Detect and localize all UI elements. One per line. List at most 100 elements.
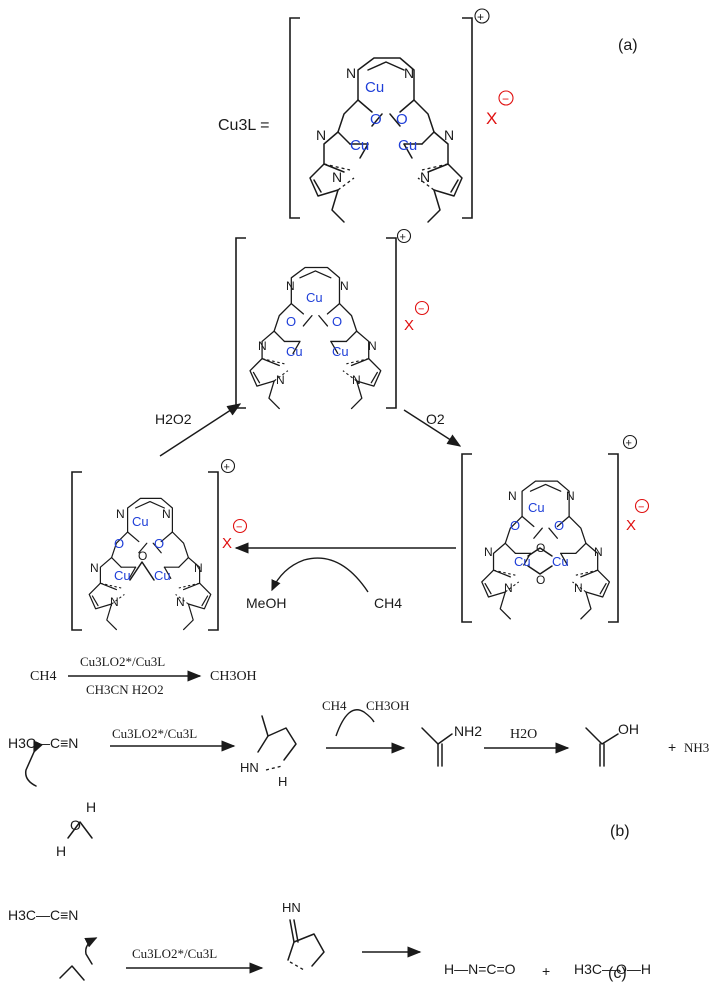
n-ring-r-r: N (594, 545, 603, 559)
charge-plus-l-text: + (224, 462, 230, 474)
arrow-o2 (403, 409, 462, 447)
plus-c: + (542, 963, 550, 979)
isocyanic-acid: H—N=C=O (444, 961, 516, 977)
n-ring-r2-m: N (352, 373, 361, 387)
charge-minus-m (414, 300, 430, 316)
reagent-o2: O2 (426, 411, 445, 427)
methane-b: CH4 (322, 698, 347, 713)
charge-plus-r (622, 434, 638, 450)
cu-left-a: Cu (350, 137, 369, 154)
curved-arrow-meoh (271, 557, 369, 593)
curved-arrow-c (84, 937, 98, 965)
n-ring-l2-r: N (504, 581, 513, 595)
cu-right-r: Cu (552, 554, 569, 569)
eq-product: CH3OH (210, 669, 257, 684)
curved-arrow-b-nitrile (24, 740, 44, 787)
n-ring-l-l: N (90, 561, 99, 575)
o-bridge-l: O (138, 549, 147, 563)
charge-minus-l (232, 518, 248, 534)
n-ring-r2-r: N (574, 581, 583, 595)
o-right-r: O (554, 518, 564, 533)
complex-right (461, 453, 619, 623)
n-ring-l2-l: N (110, 595, 119, 609)
peroxide-o-b: O (70, 817, 81, 833)
ring-nh-b: HN (240, 760, 259, 775)
cu-top-r: Cu (528, 500, 545, 515)
cu3l-lhs: Cu3L = (218, 117, 269, 134)
n-ring-l-r: N (484, 545, 493, 559)
o-left-a: O (370, 111, 382, 128)
counterion-l: X (222, 535, 232, 552)
product-meoh: MeOH (246, 595, 286, 611)
panel-label-b: (b) (610, 823, 630, 840)
charge-plus-r-text: + (626, 438, 632, 450)
acetic-acid (585, 727, 619, 767)
o-right-a: O (396, 111, 408, 128)
o-left-l: O (114, 536, 124, 551)
counterion-r: X (626, 517, 636, 534)
n-top-right-r: N (566, 489, 575, 503)
acid-oh: OH (618, 721, 639, 737)
catalyst-b: Cu3LO2*/Cu3L (112, 726, 197, 741)
eq-conditions: CH3CN H2O2 (86, 682, 164, 697)
charge-minus-l-text: − (236, 522, 242, 534)
charge-plus-l (220, 458, 236, 474)
acetamide (421, 727, 453, 767)
n-ring-l1-a: N (316, 127, 326, 143)
panel-label-c: (c) (608, 965, 627, 982)
catalyst-c: Cu3LO2*/Cu3L (132, 946, 217, 961)
n-top-left-r: N (508, 489, 517, 503)
charge-plus-m (396, 228, 412, 244)
cu-right-a: Cu (398, 137, 417, 154)
charge-minus-r (634, 498, 650, 514)
nitrile-c: H3C—C≡N (8, 907, 78, 923)
n-top-right-l: N (162, 507, 171, 521)
n-top-left-m: N (286, 279, 295, 293)
ring-intermediate-c (287, 919, 325, 971)
n-top-left-a: N (346, 65, 356, 81)
n-top-right-m: N (340, 279, 349, 293)
cu-top-l: Cu (132, 514, 149, 529)
nitrile-b: H3C—C≡N (8, 735, 78, 751)
n-ring-r-l: N (194, 561, 203, 575)
charge-minus-a (498, 90, 514, 106)
charge-minus-m-text: − (418, 304, 424, 316)
o-left-r: O (510, 518, 520, 533)
peroxide-b (67, 821, 93, 839)
o-right-m: O (332, 314, 342, 329)
n-ring-r2-l: N (176, 595, 185, 609)
o-bridge-bot-r: O (536, 573, 545, 587)
n-ring-r2-a: N (420, 169, 430, 185)
cu-top-m: Cu (306, 290, 323, 305)
o-bridge-top-r: O (536, 541, 545, 555)
amide-nh2: NH2 (454, 723, 482, 739)
ring-h-b: H (278, 774, 287, 789)
eq-catalyst: Cu3LO2*/Cu3L (80, 654, 165, 669)
panel-label-a: (a) (618, 37, 638, 54)
methanol-b: CH3OH (366, 698, 409, 713)
n-ring-l2-m: N (276, 373, 285, 387)
plus-b: + (668, 739, 676, 755)
peroxide-h2-b: H (86, 799, 96, 815)
n-ring-r-m: N (368, 339, 377, 353)
n-ring-l2-a: N (332, 169, 342, 185)
water-b: H2O (510, 727, 537, 742)
arrow-h2o2 (159, 403, 242, 457)
ammonia-b: NH3 (684, 740, 709, 755)
peroxide-c (59, 965, 85, 981)
charge-plus-a (474, 8, 490, 24)
o-right-l: O (154, 536, 164, 551)
charge-minus-r-text: − (638, 502, 644, 514)
cu-left-l: Cu (114, 568, 131, 583)
cu-right-m: Cu (332, 344, 349, 359)
cu-left-r: Cu (514, 554, 531, 569)
counterion-m: X (404, 317, 414, 334)
methanol-c: H3C—O—H (574, 961, 651, 977)
eq-reactant: CH4 (30, 669, 56, 684)
n-ring-r1-a: N (444, 127, 454, 143)
ring-intermediate-b (257, 715, 297, 771)
complex-left (71, 471, 219, 631)
reagent-ch4: CH4 (374, 595, 402, 611)
cu-left-m: Cu (286, 344, 303, 359)
